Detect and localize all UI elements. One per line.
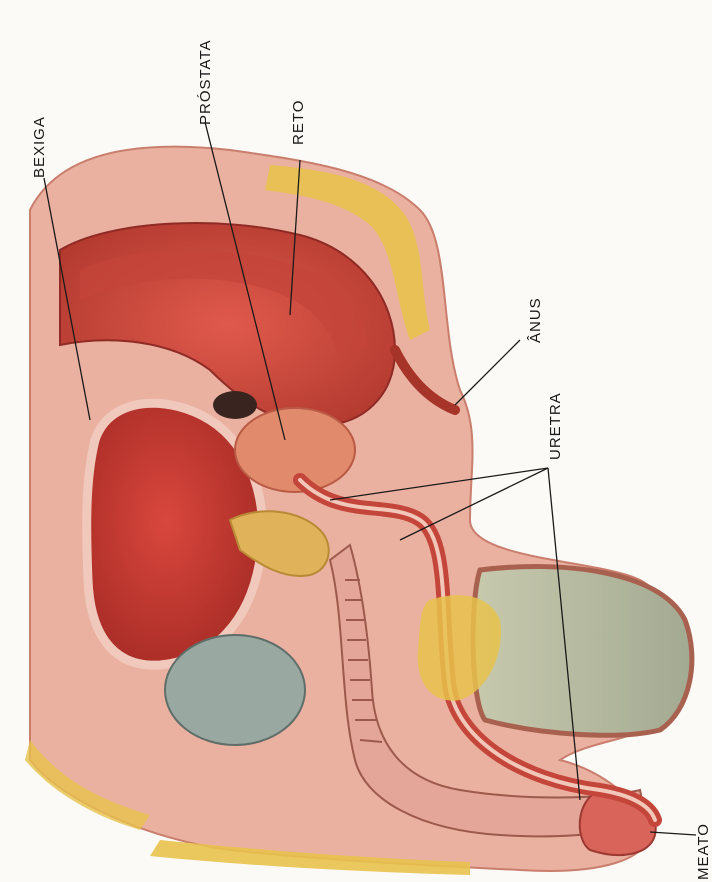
label-rectum: RETO <box>290 100 307 145</box>
leader-anus <box>455 340 520 405</box>
leader-meato <box>650 832 696 835</box>
label-meato: MEATO <box>695 823 712 880</box>
seminal-vesicle <box>213 391 257 419</box>
scrotum <box>473 567 692 736</box>
testis-shape <box>165 635 305 745</box>
label-prostate: PRÓSTATA <box>197 39 214 125</box>
label-anus: ÂNUS <box>527 297 544 343</box>
label-bladder: BEXIGA <box>31 116 48 178</box>
label-urethra: URETRA <box>547 392 564 460</box>
